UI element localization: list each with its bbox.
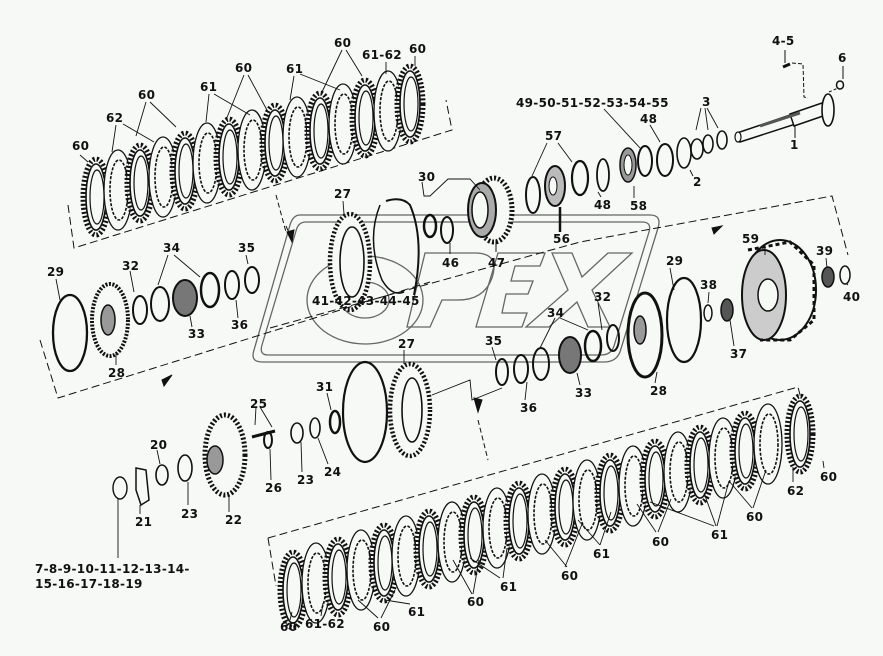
part-label: 60 bbox=[561, 569, 579, 583]
part-label: 2 bbox=[693, 175, 702, 189]
gear-47-group bbox=[275, 175, 515, 313]
part-label: 41-42-43-44-45 bbox=[312, 294, 420, 308]
part-label: 34 bbox=[163, 241, 181, 255]
part-label: 61 bbox=[593, 547, 611, 561]
lower-left-group bbox=[112, 392, 342, 558]
part-label: 56 bbox=[553, 232, 571, 246]
part-label: 60 bbox=[334, 36, 352, 50]
part-label: 36 bbox=[520, 401, 538, 415]
part-label: 21 bbox=[135, 515, 153, 529]
part-label: 23 bbox=[297, 473, 315, 487]
part-label: 61 bbox=[500, 580, 518, 594]
part-label: 26 bbox=[265, 481, 283, 495]
part-label: 60 bbox=[820, 470, 838, 484]
part-label: 61 bbox=[711, 528, 729, 542]
part-label: 34 bbox=[547, 306, 565, 320]
part-label: 36 bbox=[231, 318, 249, 332]
middle-right-group bbox=[269, 195, 851, 464]
part-label: 58 bbox=[630, 199, 648, 213]
part-label: 29 bbox=[666, 254, 684, 268]
part-label: 60 bbox=[138, 88, 156, 102]
part-label: 28 bbox=[108, 366, 126, 380]
part-label: 31 bbox=[316, 380, 334, 394]
part-label: 27 bbox=[398, 337, 416, 351]
part-label: 27 bbox=[334, 187, 352, 201]
part-label: 60 bbox=[280, 620, 298, 634]
part-label: 60 bbox=[746, 510, 764, 524]
part-label: 60 bbox=[409, 42, 427, 56]
lower-clutch-pack bbox=[267, 386, 825, 628]
part-label: 4-5 bbox=[772, 34, 795, 48]
part-label: 23 bbox=[181, 507, 199, 521]
part-label: 29 bbox=[47, 265, 65, 279]
middle-left-group bbox=[39, 254, 431, 399]
part-label: 30 bbox=[418, 170, 436, 184]
part-label: 20 bbox=[150, 438, 168, 452]
part-label: 33 bbox=[188, 327, 206, 341]
upper-clutch-pack bbox=[67, 49, 453, 249]
watermark-opex bbox=[252, 214, 660, 363]
part-label: 60 bbox=[72, 139, 90, 153]
part-label: 60 bbox=[235, 61, 253, 75]
part-label: 39 bbox=[816, 244, 834, 258]
part-label-multi: 7-8-9-10-11-12-13-14- 15-16-17-18-19 bbox=[35, 562, 190, 591]
part-label: 33 bbox=[575, 386, 593, 400]
part-label: 32 bbox=[122, 259, 140, 273]
part-label: 61 bbox=[408, 605, 426, 619]
part-label: 61 bbox=[200, 80, 218, 94]
part-label: 35 bbox=[238, 241, 256, 255]
part-label: 48 bbox=[594, 198, 612, 212]
part-label: 61-62 bbox=[305, 617, 345, 631]
part-label: 35 bbox=[485, 334, 503, 348]
part-label: 32 bbox=[594, 290, 612, 304]
part-label: 49-50-51-52-53-54-55 bbox=[516, 96, 669, 110]
part-label: 46 bbox=[442, 256, 460, 270]
part-label: 28 bbox=[650, 384, 668, 398]
part-label: 22 bbox=[225, 513, 243, 527]
part-label: 6 bbox=[838, 51, 847, 65]
part-label: 47 bbox=[488, 256, 506, 270]
part-label: 1 bbox=[790, 138, 799, 152]
part-label: 38 bbox=[700, 278, 718, 292]
part-label: 25 bbox=[250, 397, 268, 411]
part-label: 60 bbox=[467, 595, 485, 609]
part-label: 24 bbox=[324, 465, 342, 479]
shaft-assembly bbox=[525, 50, 845, 232]
part-label: 61-62 bbox=[362, 48, 402, 62]
part-label: 61 bbox=[286, 62, 304, 76]
part-label: 40 bbox=[843, 290, 861, 304]
part-label: 48 bbox=[640, 112, 658, 126]
part-label: 37 bbox=[730, 347, 748, 361]
part-label: 62 bbox=[106, 111, 124, 125]
part-label: 60 bbox=[373, 620, 391, 634]
part-label: 60 bbox=[652, 535, 670, 549]
part-label: 3 bbox=[702, 95, 711, 109]
part-label: 62 bbox=[787, 484, 805, 498]
part-label: 57 bbox=[545, 129, 563, 143]
part-label: 59 bbox=[742, 232, 760, 246]
